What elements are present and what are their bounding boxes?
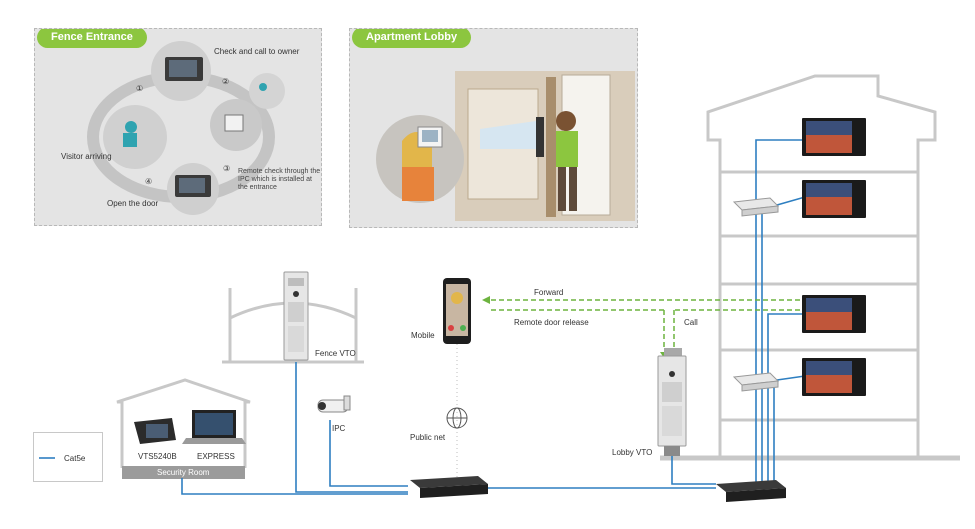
security-room-house	[116, 378, 251, 468]
fence-entrance-panel: Fence Entrance ① ② ③ ④ Check and call to…	[34, 28, 322, 226]
public-net-label: Public net	[410, 433, 446, 442]
legend-label: Cat5e	[64, 454, 86, 463]
mobile-phone	[443, 278, 471, 344]
step-check-call-label: Check and call to owner	[214, 47, 300, 56]
fence-vto-device	[283, 271, 309, 361]
mobile-label: Mobile	[411, 331, 435, 340]
apartment-lobby-title: Apartment Lobby	[352, 29, 472, 48]
step-3-number: ③	[223, 164, 231, 173]
express-laptop	[182, 410, 246, 444]
vts-label: VTS5240B	[138, 452, 177, 461]
step-remote-check-label: Remote check through the IPC which is in…	[238, 168, 321, 191]
express-label: EXPRESS	[197, 452, 235, 461]
apartment-building	[706, 74, 937, 458]
step-4-number: ④	[145, 177, 153, 186]
fence-vto-label: Fence VTO	[315, 349, 356, 358]
step-1-number: ①	[136, 84, 144, 93]
apartment-lobby-panel: Apartment Lobby	[349, 28, 638, 228]
legend-box	[33, 432, 103, 482]
step-visitor-label: Visitor arriving	[61, 152, 112, 161]
ipc-label: IPC	[332, 424, 346, 433]
lobby-vto-label: Lobby VTO	[612, 448, 653, 457]
step-open-door-label: Open the door	[107, 199, 159, 208]
apartment-lobby-illustration	[376, 71, 635, 221]
core-switch-building	[716, 480, 786, 502]
indoor-monitor-1	[802, 118, 866, 156]
security-room-label: Security Room	[157, 468, 210, 477]
step-2-number: ②	[222, 77, 230, 86]
forward-label: Forward	[534, 288, 564, 297]
call-label: Call	[684, 318, 698, 327]
ipc-camera	[317, 395, 351, 413]
fence-entrance-title: Fence Entrance	[37, 29, 147, 48]
globe-icon	[446, 407, 468, 429]
vts-master-station	[134, 418, 176, 444]
indoor-monitor-2	[802, 180, 866, 218]
remote-release-label: Remote door release	[514, 318, 589, 327]
core-switch-main	[410, 476, 488, 498]
cat5e-cables	[181, 139, 806, 495]
fence-entrance-illustration	[87, 41, 285, 215]
flow-arrows	[488, 299, 800, 350]
indoor-monitor-3	[802, 295, 866, 333]
indoor-monitor-4	[802, 358, 866, 396]
lobby-vto-device	[657, 348, 687, 456]
poe-switch-floor-upper	[732, 197, 780, 217]
poe-switch-floor-lower	[732, 372, 780, 392]
